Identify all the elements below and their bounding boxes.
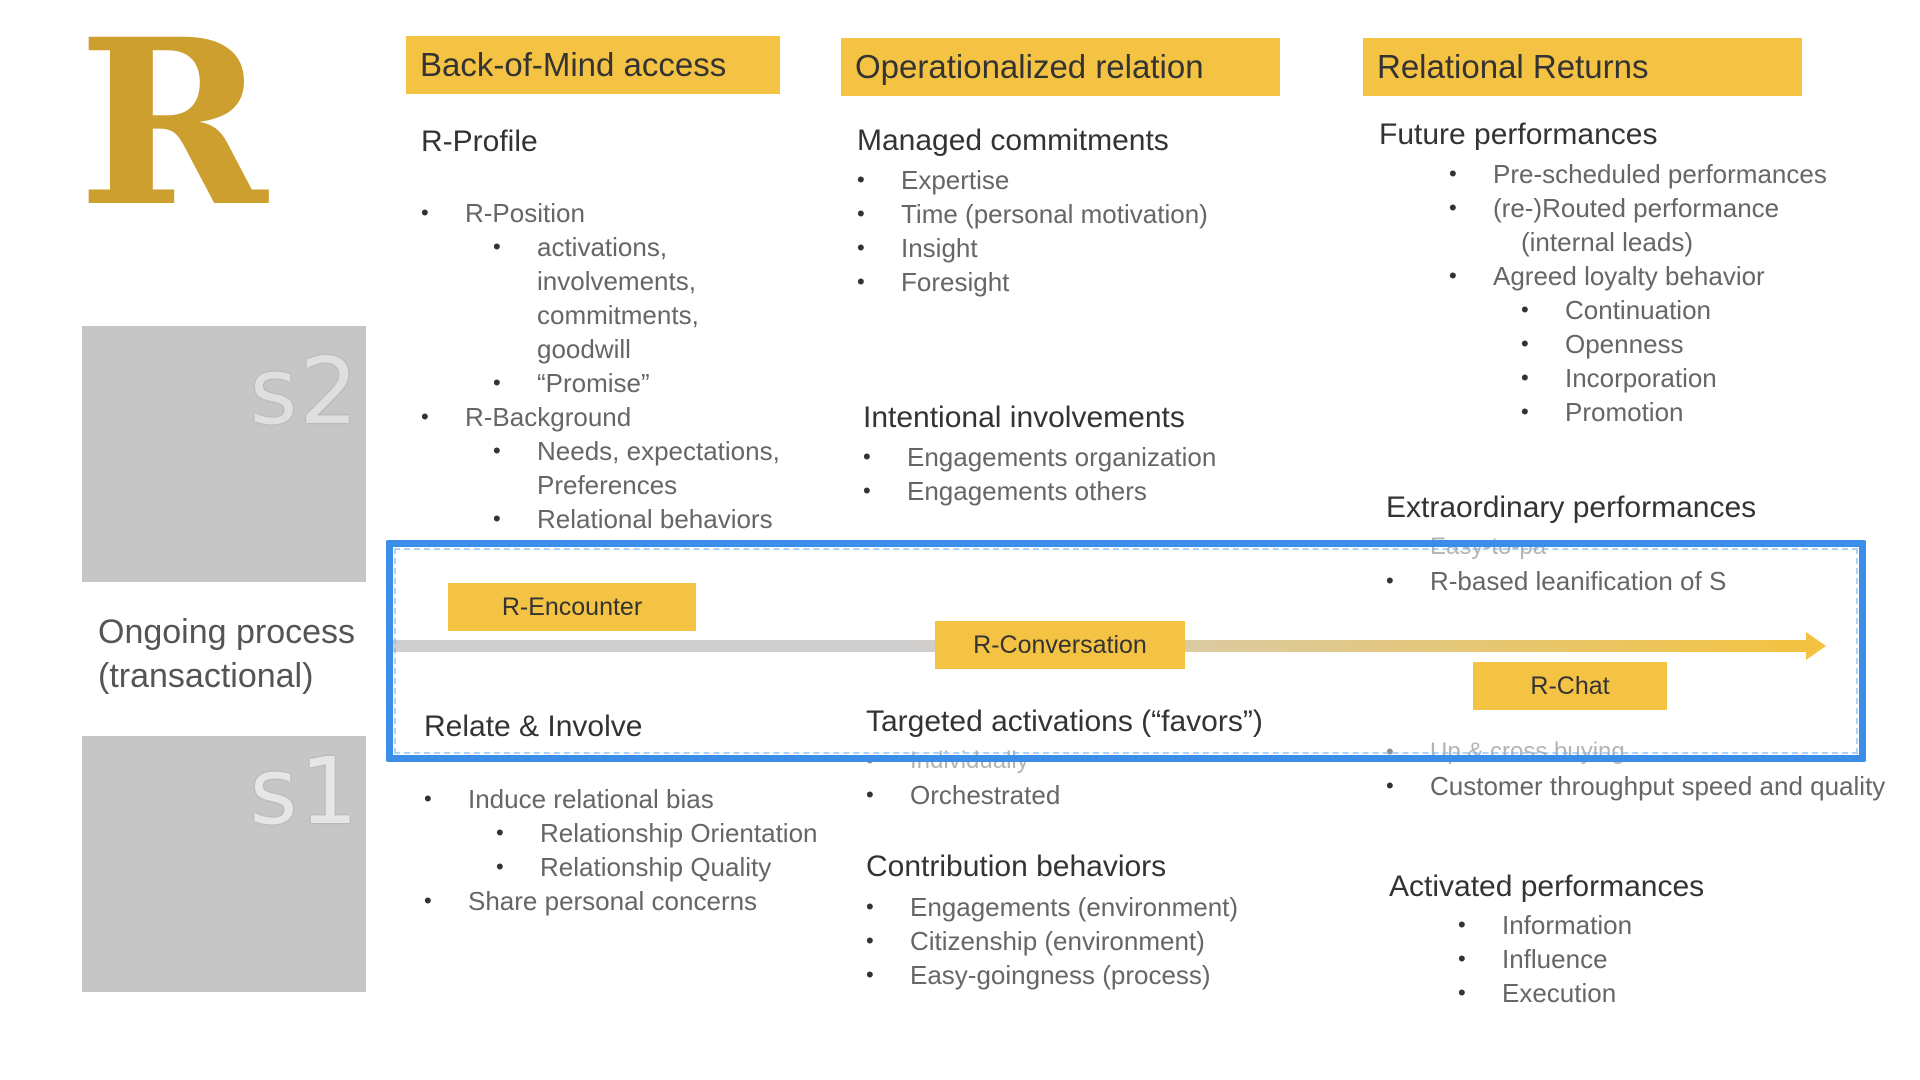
list-item: Incorporation xyxy=(1521,361,1827,395)
list-item: Citizenship (environment) xyxy=(866,924,1238,958)
list-item: Foresight xyxy=(857,265,1208,299)
list-item: Induce relational bias Relationship Orie… xyxy=(424,782,818,884)
future-performances-title: Future performances xyxy=(1379,118,1658,151)
list-item: Relationship Quality xyxy=(496,850,818,884)
highlight-frame-inner xyxy=(394,548,1858,754)
list-item: Openness xyxy=(1521,327,1827,361)
tag-r-conversation: R-Conversation xyxy=(935,621,1185,669)
s1-label: s1 xyxy=(249,738,360,845)
list-item: Time (personal motivation) xyxy=(857,197,1208,231)
list-item: Relational behaviors xyxy=(493,502,780,536)
tag-r-chat: R-Chat xyxy=(1473,662,1667,710)
list-item: Engagements (environment) xyxy=(866,890,1238,924)
list-item: Continuation xyxy=(1521,293,1827,327)
list-item: (re-)Routed performance (internal leads) xyxy=(1449,191,1827,259)
list-item: R-Position activations, involvements, co… xyxy=(421,196,780,400)
list-item: Relationship Orientation xyxy=(496,816,818,850)
list-item: Easy-goingness (process) xyxy=(866,958,1238,992)
header-back-of-mind: Back-of-Mind access xyxy=(406,36,780,94)
extraordinary-performances-title: Extraordinary performances xyxy=(1386,491,1757,524)
list-item: Engagements organization xyxy=(863,440,1216,474)
ongoing-line-2: (transactional) xyxy=(98,657,314,695)
list-item: Insight xyxy=(857,231,1208,265)
s1-panel: s1 xyxy=(82,736,366,992)
s2-panel: s2 xyxy=(82,326,366,582)
highlight-frame xyxy=(386,540,1866,762)
list-item: Information xyxy=(1458,908,1632,942)
tag-r-encounter: R-Encounter xyxy=(448,583,696,631)
list-item: Agreed loyalty behavior Continuation Ope… xyxy=(1449,259,1827,429)
activated-performances-title: Activated performances xyxy=(1389,870,1705,903)
list-item: Engagements others xyxy=(863,474,1216,508)
list-item: R-Background Needs, expectations, Prefer… xyxy=(421,400,780,536)
list-item: Expertise xyxy=(857,163,1208,197)
list-item: Influence xyxy=(1458,942,1632,976)
list-item: Needs, expectations, Preferences xyxy=(493,434,780,502)
managed-commitments-list: Expertise Time (personal motivation) Ins… xyxy=(857,163,1208,299)
ongoing-line-1: Ongoing process xyxy=(98,613,356,651)
activated-performances-list: Information Influence Execution xyxy=(1458,908,1632,1010)
intentional-involvements-title: Intentional involvements xyxy=(863,401,1185,434)
intentional-involvements-list: Engagements organization Engagements oth… xyxy=(863,440,1216,508)
header-relational-returns: Relational Returns xyxy=(1363,38,1802,96)
relate-involve-title: Relate & Involve xyxy=(424,710,643,743)
list-item: R-based leanification of S xyxy=(1386,564,1726,598)
process-arrow-head xyxy=(1806,632,1826,660)
list-item: Execution xyxy=(1458,976,1632,1010)
ongoing-process-label: Ongoing process (transactional) xyxy=(98,610,355,698)
list-item: Pre-scheduled performances xyxy=(1449,157,1827,191)
list-item: Share personal concerns xyxy=(424,884,818,918)
logo-letter: R xyxy=(78,0,268,257)
header-operationalized: Operationalized relation xyxy=(841,38,1280,96)
contribution-behaviors-list: Engagements (environment) Citizenship (e… xyxy=(866,890,1238,992)
list-item: activations, involvements, commitments, … xyxy=(493,230,780,366)
list-item: Customer throughput speed and quality xyxy=(1386,769,1885,803)
r-profile-list: R-Position activations, involvements, co… xyxy=(421,196,780,536)
relate-involve-list: Induce relational bias Relationship Orie… xyxy=(424,782,818,918)
list-item: “Promise” xyxy=(493,366,780,400)
contribution-behaviors-title: Contribution behaviors xyxy=(866,850,1167,883)
list-item: Promotion xyxy=(1521,395,1827,429)
r-profile-title: R-Profile xyxy=(421,125,538,158)
future-performances-list: Pre-scheduled performances (re-)Routed p… xyxy=(1449,157,1827,429)
s2-label: s2 xyxy=(249,338,360,445)
targeted-activations-title: Targeted activations (“favors”) xyxy=(866,705,1263,738)
managed-commitments-title: Managed commitments xyxy=(857,124,1169,157)
list-item: Orchestrated xyxy=(866,778,1060,812)
